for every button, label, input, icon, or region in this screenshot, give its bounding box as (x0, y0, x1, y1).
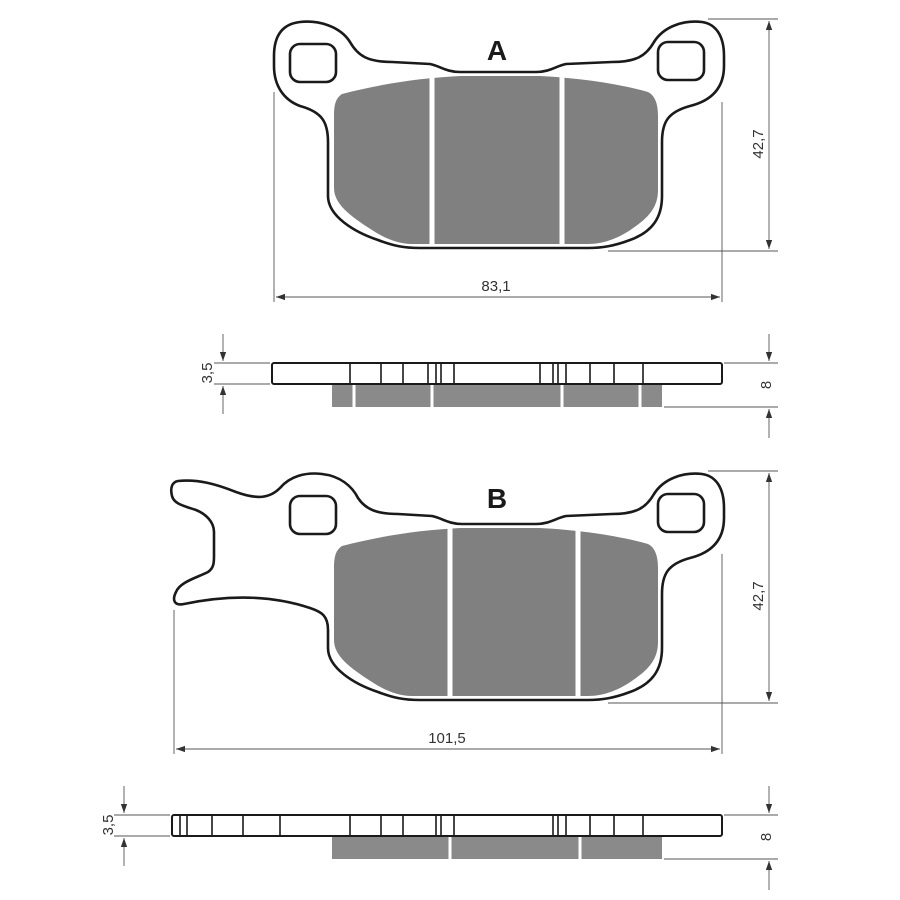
pad-a-dimensions: 83,1 42,7 (273, 18, 778, 302)
pad-a-side-view (271, 362, 723, 407)
pad-b-front-view: B (169, 472, 726, 702)
pad-b-width-value: 101,5 (428, 730, 466, 747)
pad-a-side-dimensions: 3,5 8 (199, 334, 778, 438)
pad-b-side-backing (171, 814, 723, 837)
pad-a-thickness-value: 8 (758, 381, 775, 389)
pad-b-dimensions: 101,5 42,7 (173, 470, 778, 754)
pad-b-height-value: 42,7 (750, 581, 767, 610)
pad-b-backing-value: 3,5 (100, 815, 117, 836)
pad-b-friction-material (334, 528, 658, 696)
pad-b-side-friction (332, 837, 662, 859)
pad-b-side-dimensions: 3,5 8 (100, 786, 778, 890)
pad-b-label: B (487, 483, 507, 514)
pad-a-side-backing (271, 362, 723, 385)
pad-a-left-mounting-hole (288, 42, 338, 84)
pad-a-friction-material (334, 76, 658, 244)
pad-a-label: A (487, 35, 507, 66)
pad-b-thickness-value: 8 (758, 833, 775, 841)
pad-a-front-view: A (272, 20, 726, 250)
pad-a-backing-value: 3,5 (199, 363, 216, 384)
pad-a-right-mounting-hole (656, 40, 706, 82)
pad-a-height-value: 42,7 (750, 129, 767, 158)
pad-b-left-mounting-hole (288, 494, 338, 536)
pad-a-width-value: 83,1 (481, 278, 510, 295)
pad-b-side-view (171, 814, 723, 859)
pad-a-side-friction (332, 385, 662, 407)
pad-b-right-mounting-hole (656, 492, 706, 534)
